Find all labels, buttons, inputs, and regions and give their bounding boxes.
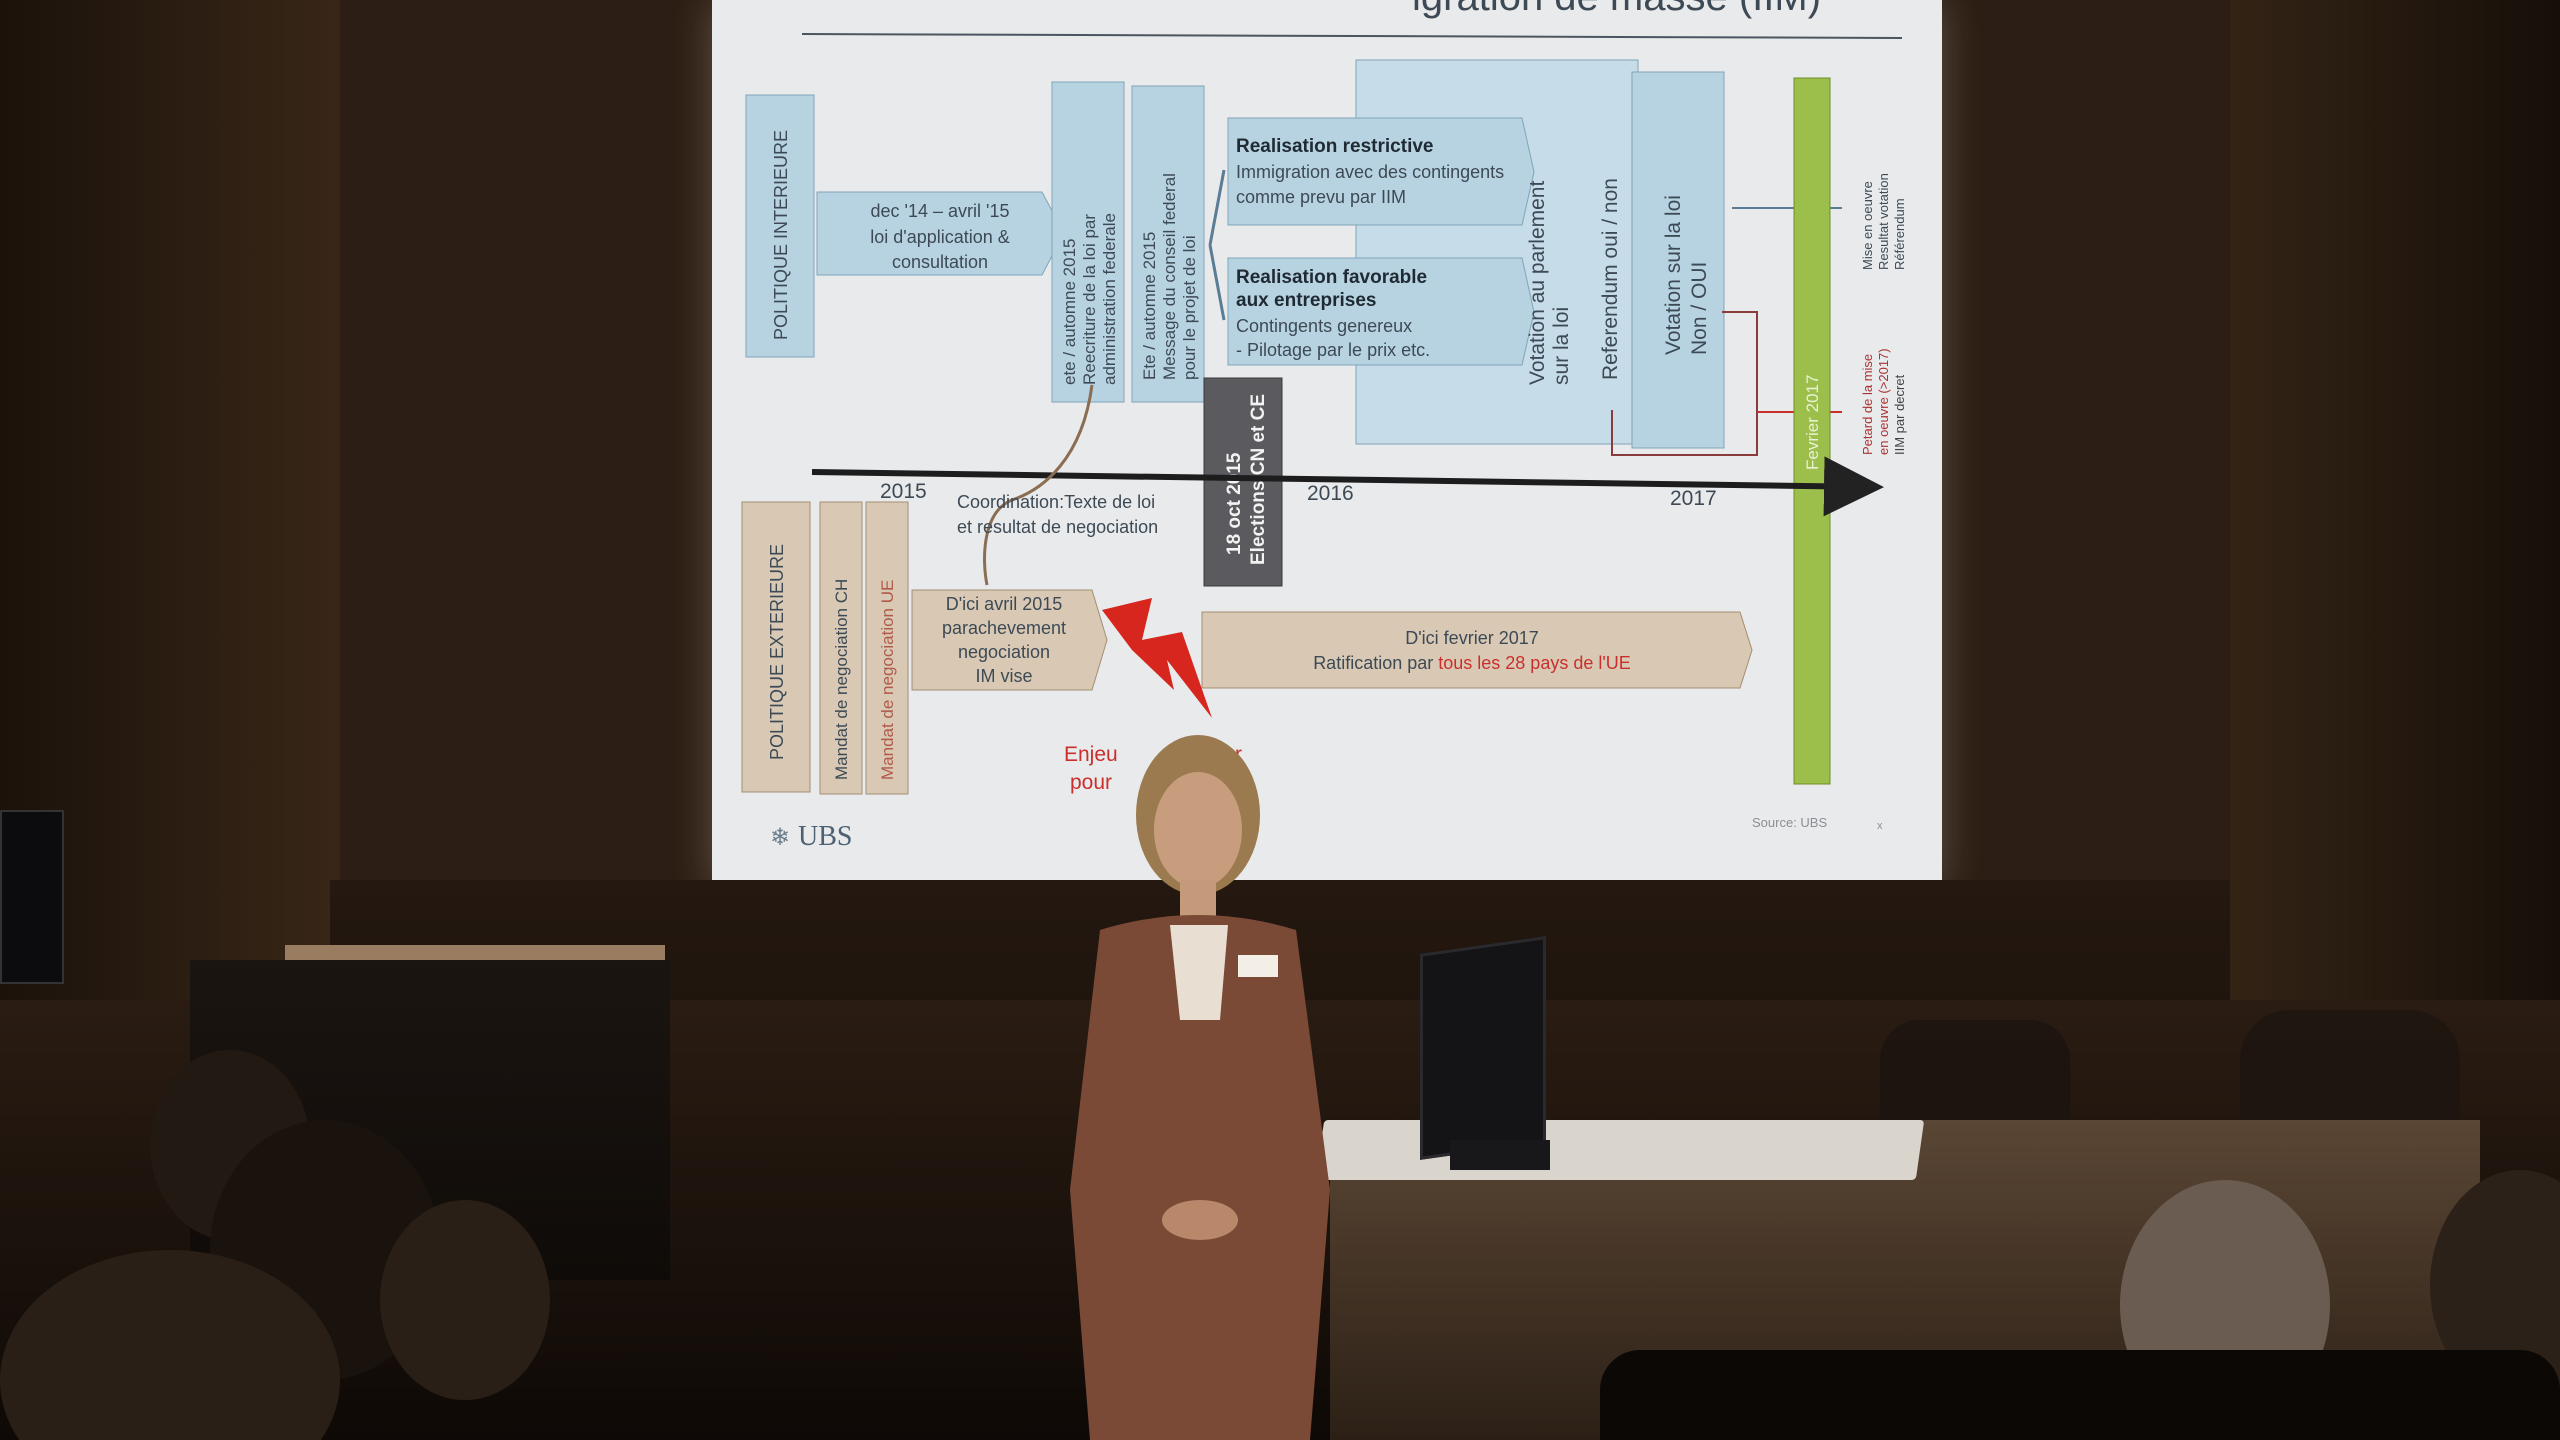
- presenter-neck: [1180, 880, 1216, 920]
- favorable-line-1: Contingents genereux: [1236, 316, 1412, 336]
- reecriture-line-3: administration federale: [1100, 213, 1119, 385]
- message-line-2: Message du conseil federal: [1160, 173, 1179, 380]
- favorable-title-2: aux entreprises: [1236, 290, 1376, 311]
- year-2015: 2015: [880, 480, 927, 503]
- left-monitor: [0, 810, 64, 984]
- votation-loi-line-2: Non / OUI: [1688, 262, 1711, 355]
- petard-line-1: Petard de la mise: [1860, 354, 1875, 455]
- fevrier-2017-label: Fevrier 2017: [1803, 375, 1822, 470]
- presenter: [1070, 735, 1330, 1440]
- enjeu-left-text: Enjeu: [1064, 743, 1118, 766]
- avril-line-2: parachevement: [942, 618, 1066, 638]
- politique-interieure-label: POLITIQUE INTERIEURE: [771, 130, 791, 340]
- elections-box: [1203, 377, 1283, 587]
- presenter-hands: [1162, 1200, 1238, 1240]
- favorable-title-1: Realisation favorable: [1236, 267, 1427, 288]
- votation-loi-panel: [1631, 71, 1725, 449]
- reecriture-box: [1051, 81, 1125, 403]
- mandat-ch-box: [819, 501, 863, 795]
- slide-graphic: igration de masse (IIM) POLITIQUE INTERI…: [741, 0, 1907, 852]
- mandat-ue-label: Mandat de negociation UE: [878, 580, 897, 780]
- snowflake-logo-icon: ❄: [770, 824, 790, 851]
- fevrier-2017-bar: [1793, 77, 1831, 785]
- lectern-rail: [285, 945, 665, 963]
- pour-text: pour: [1070, 771, 1112, 794]
- mandat-ue-box: [865, 501, 909, 795]
- branch-arrow-up: [1208, 169, 1226, 246]
- coordination-line-1: Coordination:Texte de loi: [957, 492, 1155, 512]
- desk-top-surface: [1315, 1120, 1925, 1180]
- slide-source: Source: UBS: [1752, 815, 1827, 830]
- votation-parlement-line-1: Votation au parlement: [1526, 181, 1549, 385]
- audience-head-4: [380, 1200, 550, 1400]
- presenter-top: [1170, 925, 1228, 1020]
- avril-arrow-box: [911, 589, 1108, 691]
- avril-line-4: IM vise: [975, 666, 1032, 686]
- petard-line-3: IIM par decret: [1892, 374, 1907, 455]
- branch-arrow-down: [1208, 244, 1226, 321]
- referendum-connector: [1611, 311, 1758, 456]
- slide-page-number: x: [1877, 820, 1883, 832]
- politique-exterieure-box: [741, 501, 811, 793]
- coordination-line-2: et resultat de negociation: [957, 517, 1158, 537]
- lightning-bolt-icon: [1102, 598, 1212, 718]
- ratification-highlight: tous les 28 pays de l'UE: [1438, 653, 1631, 673]
- presenter-jacket: [1070, 915, 1330, 1440]
- restrictive-arrow-box: [1227, 117, 1535, 226]
- desk-monitor: [1420, 936, 1546, 1160]
- consultation-line-2: loi d'application &: [870, 227, 1010, 247]
- year-2017: 2017: [1670, 487, 1717, 510]
- message-line-1: Ete / automne 2015: [1140, 232, 1159, 380]
- votation-loi-line-1: Votation sur la loi: [1662, 195, 1685, 355]
- audience-shoulders: [1600, 1350, 2560, 1440]
- presenter-name-badge: [1238, 955, 1278, 977]
- reecriture-line-1: ete / automne 2015: [1060, 238, 1079, 385]
- politique-interieure-box: [745, 94, 815, 358]
- mise-en-oeuvre-line-2: Resultat votation: [1876, 173, 1891, 270]
- consultation-line-1: dec '14 – avril '15: [871, 201, 1010, 221]
- avril-line-3: negociation: [958, 642, 1050, 662]
- referendum-label: Referendum oui / non: [1599, 178, 1622, 380]
- consultation-line-3: consultation: [892, 252, 988, 272]
- projected-slide: igration de masse (IIM) POLITIQUE INTERI…: [712, 0, 1942, 890]
- timeline-arrow: [811, 456, 1884, 517]
- monitor-stand: [1450, 1140, 1550, 1170]
- restrictive-line-1: Immigration avec des contingents: [1236, 162, 1504, 182]
- mise-en-oeuvre-line-3: Référendum: [1892, 198, 1907, 270]
- coordination-curve: [983, 384, 1094, 586]
- favorable-arrow-box: [1227, 257, 1535, 366]
- reecriture-line-2: Reecriture de la loi par: [1080, 214, 1099, 385]
- ratification-line-1: D'ici fevrier 2017: [1405, 628, 1539, 648]
- politique-exterieure-label: POLITIQUE EXTERIEURE: [767, 544, 787, 760]
- restrictive-line-2: comme prevu par IIM: [1236, 187, 1406, 207]
- message-box: [1131, 85, 1205, 403]
- petard-line-2: en oeuvre (>2017): [1876, 348, 1891, 455]
- mandat-ch-label: Mandat de negociation CH: [832, 579, 851, 780]
- year-2016: 2016: [1307, 482, 1354, 505]
- ratification-arrow-box: [1201, 611, 1753, 689]
- avril-line-1: D'ici avril 2015: [946, 594, 1062, 614]
- presenter-face: [1154, 772, 1242, 888]
- elections-line-1: 18 oct 2015: [1224, 452, 1245, 555]
- slide-title: igration de masse (IIM): [1412, 0, 1821, 19]
- restrictive-title: Realisation restrictive: [1236, 136, 1433, 157]
- votation-parlement-line-2: sur la loi: [1550, 307, 1573, 385]
- message-line-3: pour le projet de loi: [1180, 235, 1199, 380]
- mise-en-oeuvre-line-1: Mise en oeuvre: [1860, 181, 1875, 270]
- ratification-prefix: Ratification par: [1313, 653, 1438, 673]
- title-underline: [801, 33, 1903, 39]
- ratification-line-2: Ratification par tous les 28 pays de l'U…: [1313, 653, 1631, 673]
- ubs-logo-text: UBS: [798, 821, 852, 852]
- favorable-line-2: - Pilotage par le prix etc.: [1236, 340, 1430, 360]
